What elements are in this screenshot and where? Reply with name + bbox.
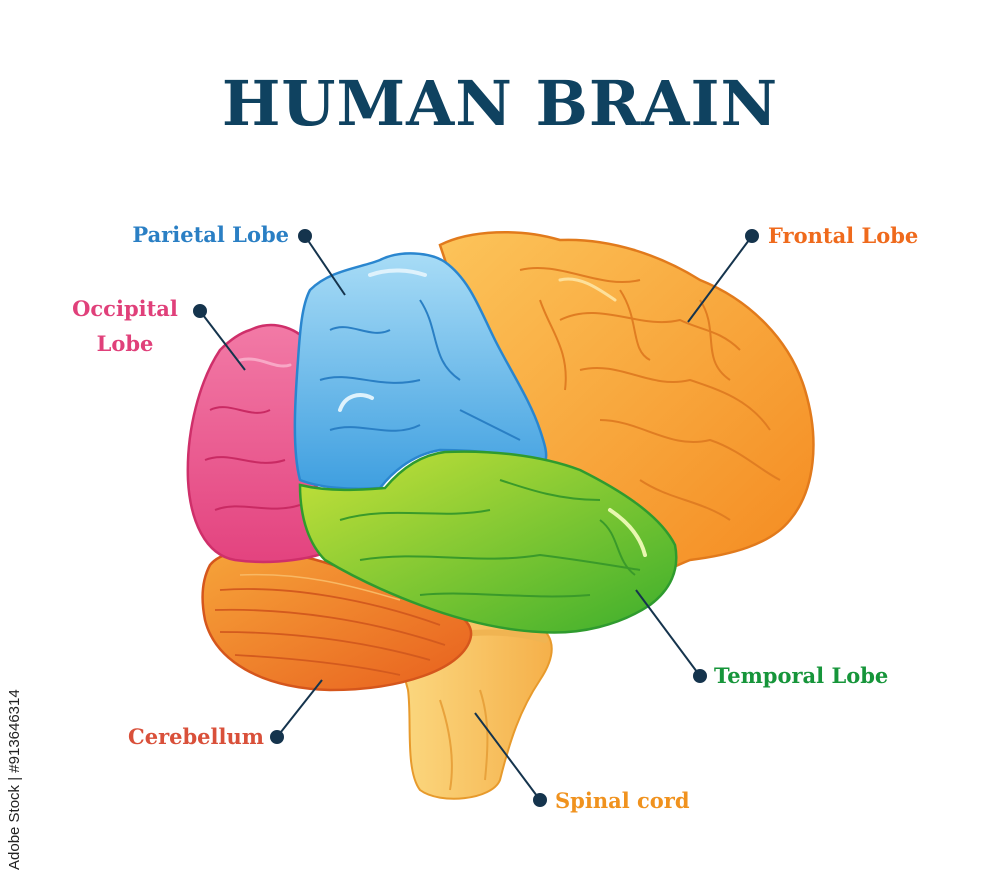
label-cerebellum: Cerebellum [128, 724, 264, 749]
cerebellum-dot [270, 730, 284, 744]
label-occipital-lobe-line2: Lobe [97, 331, 154, 356]
frontal-dot [745, 229, 759, 243]
occipital-leader [199, 310, 246, 371]
parietal-leader [304, 235, 346, 296]
leader-lines [193, 229, 759, 807]
parietal-dot [298, 229, 312, 243]
label-parietal-lobe: Parietal Lobe [132, 222, 289, 247]
stock-watermark-text: Adobe Stock | #913646314 [6, 689, 23, 870]
cerebellum-region [201, 549, 473, 692]
temporal-leader [635, 589, 701, 677]
spinal-leader [474, 712, 541, 801]
spinal-dot [533, 793, 547, 807]
label-frontal-lobe: Frontal Lobe [768, 223, 918, 248]
temporal-dot [693, 669, 707, 683]
label-occipital-lobe-line1: Occipital [72, 296, 178, 321]
frontal-leader [687, 235, 753, 323]
label-spinal-cord: Spinal cord [555, 788, 690, 813]
cerebellum-leader [276, 679, 323, 738]
temporal-lobe-region [298, 450, 678, 634]
occipital-dot [193, 304, 207, 318]
diagram-title: HUMAN BRAIN [222, 67, 778, 140]
label-temporal-lobe: Temporal Lobe [714, 663, 888, 688]
